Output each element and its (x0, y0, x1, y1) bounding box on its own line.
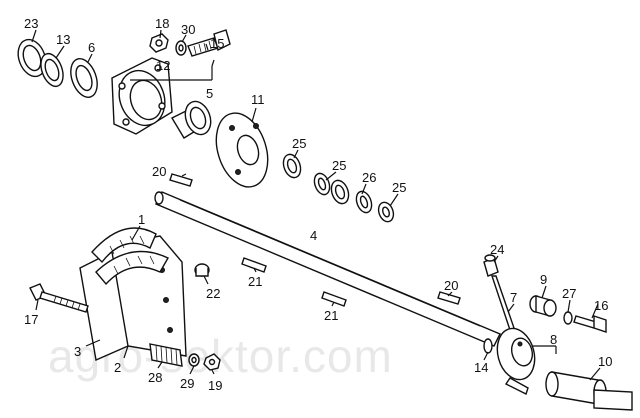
disc-flange-part (215, 112, 269, 188)
label-17: 17 (24, 312, 38, 327)
nut-part (149, 33, 169, 53)
label-30: 30 (181, 22, 195, 37)
sleeve-part (545, 371, 633, 411)
label-20-b: 20 (444, 278, 458, 293)
label-22: 22 (206, 286, 220, 301)
label-28: 28 (148, 370, 162, 385)
washer-25c-part (377, 201, 395, 223)
grease-nipple-part (483, 254, 499, 277)
part-labels: 23 13 6 18 30 15 12 5 11 25 25 26 25 20 … (24, 16, 612, 393)
label-21-a: 21 (248, 274, 262, 289)
label-15: 15 (210, 36, 224, 51)
label-5: 5 (206, 86, 213, 101)
bearing-part (171, 100, 212, 139)
small-bushing-part (529, 295, 557, 317)
small-washer-part (175, 40, 187, 56)
ring-part (70, 58, 98, 98)
circlip-part (17, 38, 47, 78)
key-part (169, 173, 193, 187)
label-20-a: 20 (152, 164, 166, 179)
shaft-key-lower-part (321, 291, 347, 307)
label-25-c: 25 (392, 180, 406, 195)
label-14: 14 (474, 360, 488, 375)
shaft-key-part (241, 257, 267, 273)
label-21-b: 21 (324, 308, 338, 323)
label-25-a: 25 (292, 136, 306, 151)
label-7: 7 (510, 290, 517, 305)
label-29: 29 (180, 376, 194, 391)
label-4: 4 (310, 228, 317, 243)
pin-part (483, 338, 493, 354)
label-18: 18 (155, 16, 169, 31)
label-23: 23 (24, 16, 38, 31)
lock-nut-part (203, 353, 221, 371)
washer-25b-part (313, 172, 331, 196)
label-24: 24 (490, 242, 504, 257)
label-2: 2 (114, 360, 121, 375)
long-bolt-part (29, 283, 89, 313)
label-19: 19 (208, 378, 222, 393)
bushing-part (91, 227, 169, 286)
label-16: 16 (594, 298, 608, 313)
label-25-b: 25 (332, 158, 346, 173)
label-3: 3 (74, 344, 81, 359)
label-12: 12 (156, 58, 170, 73)
cap-part (194, 263, 210, 277)
label-6: 6 (88, 40, 95, 55)
label-13: 13 (56, 32, 70, 47)
spring-part (149, 343, 183, 367)
label-1: 1 (138, 212, 145, 227)
washer-26-part (330, 179, 350, 205)
label-9: 9 (540, 272, 547, 287)
washer-part (40, 52, 64, 88)
label-8: 8 (550, 332, 557, 347)
washer-26b-part (355, 190, 373, 214)
washer-27-part (563, 311, 573, 325)
flange-housing-part (111, 57, 173, 135)
label-27: 27 (562, 286, 576, 301)
label-26: 26 (362, 170, 376, 185)
spring-washer-part (188, 353, 200, 367)
label-10: 10 (598, 354, 612, 369)
shaft-part (154, 191, 501, 347)
label-11: 11 (251, 92, 265, 107)
bolt-part (187, 29, 231, 57)
key-lower-part (437, 291, 461, 305)
spacer-ring-part (282, 153, 302, 179)
screw-part (573, 315, 607, 333)
leader-lines (31, 29, 601, 381)
hub-part (496, 327, 536, 395)
